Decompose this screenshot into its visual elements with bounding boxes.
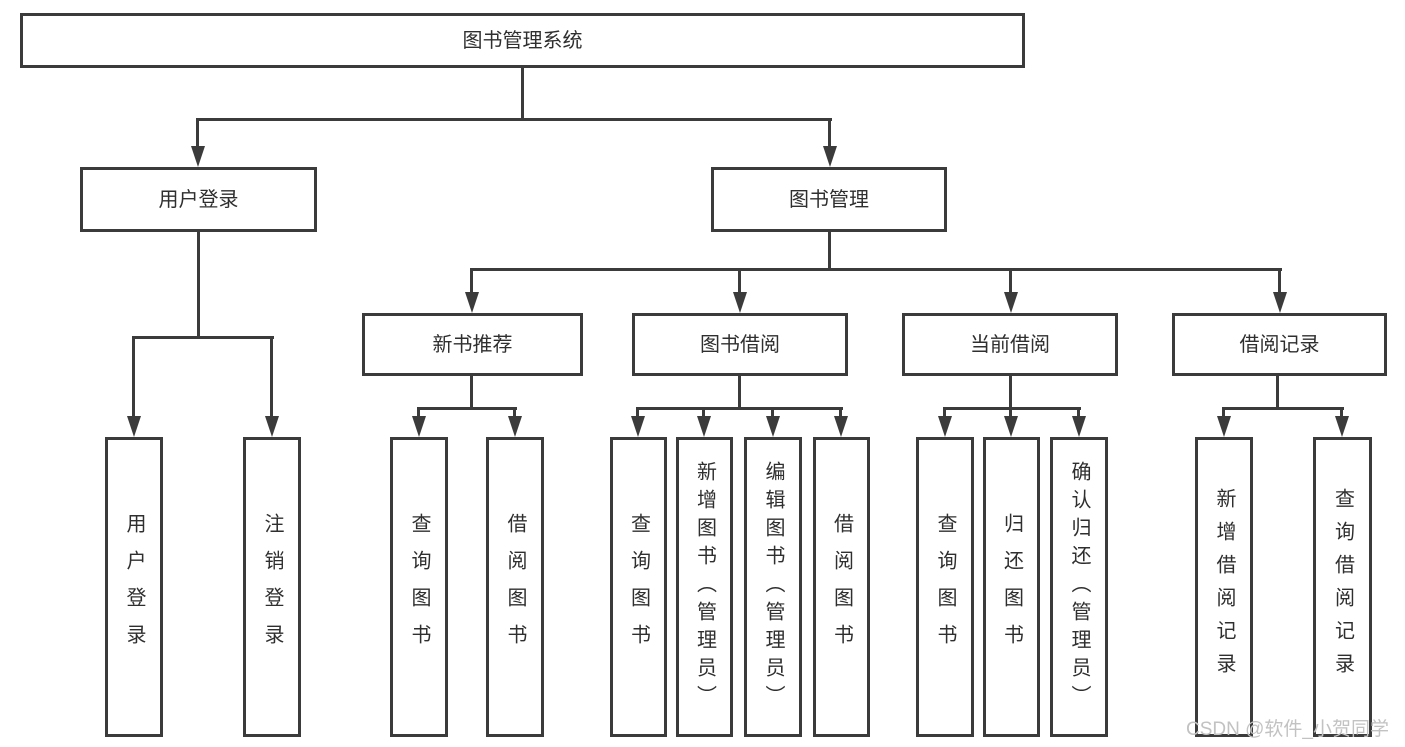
arrow-head-to-book-mgmt	[823, 146, 837, 167]
node-root: 图书管理系统	[20, 13, 1025, 68]
arrow-head-to-user-login	[191, 146, 205, 167]
arrow-shaft-to-book-mgmt	[828, 118, 831, 148]
connector-book-borrow-stem	[738, 376, 741, 410]
connector-level3-branch	[470, 268, 1282, 271]
node-book-mgmt-label: 图书管理	[789, 188, 869, 211]
node-borrow-records: 借阅记录	[1172, 313, 1387, 376]
arrow-shaft-to-current-borrow	[1009, 268, 1012, 294]
arrow-head-to-bb-borrow	[834, 416, 848, 437]
arrow-head-to-nbr-borrow	[508, 416, 522, 437]
node-cb-query-books: 查询图书	[916, 437, 974, 737]
node-login-label: 用户登录	[123, 513, 145, 661]
connector-new-book-rec-stem	[470, 376, 473, 410]
arrow-shaft-to-login	[132, 336, 135, 418]
node-bb-query-books-label: 查询图书	[627, 513, 650, 661]
arrow-head-to-bb-edit	[766, 416, 780, 437]
node-nbr-borrow-books: 借阅图书	[486, 437, 544, 737]
connector-user-login-branch	[132, 336, 274, 339]
node-cb-return-books-label: 归还图书	[1000, 513, 1023, 661]
arrow-head-to-new-book-rec	[465, 292, 479, 313]
arrow-shaft-to-nbr-borrow	[513, 407, 516, 418]
node-new-book-rec: 新书推荐	[362, 313, 583, 376]
arrow-head-to-cb-return	[1004, 416, 1018, 437]
connector-borrow-records-stem	[1276, 376, 1279, 410]
node-nbr-query-books: 查询图书	[390, 437, 448, 737]
node-new-book-rec-label: 新书推荐	[432, 333, 513, 356]
arrow-shaft-to-cb-return	[1009, 407, 1012, 418]
connector-level2-branch	[196, 118, 832, 121]
node-br-add-record: 新增借阅记录	[1195, 437, 1253, 737]
arrow-head-to-cb-confirm	[1072, 416, 1086, 437]
node-book-borrow: 图书借阅	[632, 313, 848, 376]
arrow-head-to-bb-add	[697, 416, 711, 437]
arrow-head-to-cb-query	[938, 416, 952, 437]
arrow-head-to-current-borrow	[1004, 292, 1018, 313]
node-bb-edit-books: 编辑图书（管理员）	[744, 437, 802, 737]
node-bb-borrow-books-label: 借阅图书	[830, 513, 853, 661]
arrow-shaft-to-cb-query	[943, 407, 946, 418]
node-bb-borrow-books: 借阅图书	[813, 437, 870, 737]
node-cb-query-books-label: 查询图书	[934, 513, 956, 661]
node-bb-add-books-label: 新增图书（管理员）	[693, 461, 716, 713]
node-user-login-label: 用户登录	[158, 188, 239, 211]
arrow-shaft-to-nbr-query	[417, 407, 420, 418]
connector-book-mgmt-stem	[828, 232, 831, 271]
arrow-head-to-br-add	[1217, 416, 1231, 437]
arrow-shaft-to-user-login	[196, 118, 199, 148]
connector-root-stem	[521, 68, 524, 120]
connector-user-login-stem	[197, 232, 200, 339]
node-current-borrow-label: 当前借阅	[970, 333, 1050, 356]
node-logout: 注销登录	[243, 437, 301, 737]
node-user-login: 用户登录	[80, 167, 317, 232]
arrow-shaft-to-book-borrow	[738, 268, 741, 294]
arrow-head-to-nbr-query	[412, 416, 426, 437]
node-nbr-borrow-books-label: 借阅图书	[504, 513, 526, 661]
node-root-label: 图书管理系统	[462, 29, 583, 52]
arrow-shaft-to-br-add	[1222, 407, 1225, 418]
arrow-head-to-login	[127, 416, 141, 437]
node-borrow-records-label: 借阅记录	[1239, 333, 1320, 356]
connector-current-borrow-stem	[1009, 376, 1012, 410]
arrow-shaft-to-cb-confirm	[1077, 407, 1080, 418]
connector-new-book-rec-branch	[417, 407, 517, 410]
node-bb-edit-books-label: 编辑图书（管理员）	[762, 461, 784, 713]
connector-book-borrow-branch	[636, 407, 843, 410]
node-br-add-record-label: 新增借阅记录	[1213, 488, 1235, 686]
node-br-query-record-label: 查询借阅记录	[1331, 488, 1354, 686]
arrow-shaft-to-logout	[270, 336, 273, 418]
node-book-borrow-label: 图书借阅	[700, 333, 780, 356]
arrow-shaft-to-bb-query	[636, 407, 639, 418]
arrow-head-to-borrow-records	[1273, 292, 1287, 313]
node-cb-return-books: 归还图书	[983, 437, 1040, 737]
connector-current-borrow-branch	[943, 407, 1081, 410]
node-br-query-record: 查询借阅记录	[1313, 437, 1372, 737]
arrow-head-to-bb-query	[631, 416, 645, 437]
arrow-head-to-book-borrow	[733, 292, 747, 313]
arrow-shaft-to-new-book-rec	[470, 268, 473, 294]
arrow-shaft-to-borrow-records	[1278, 268, 1281, 294]
node-nbr-query-books-label: 查询图书	[408, 513, 430, 661]
arrow-shaft-to-br-query	[1340, 407, 1343, 418]
arrow-shaft-to-bb-borrow	[839, 407, 842, 418]
node-bb-query-books: 查询图书	[610, 437, 667, 737]
arrow-head-to-logout	[265, 416, 279, 437]
csdn-watermark: CSDN @软件_小贺同学	[1186, 719, 1389, 740]
node-cb-confirm-return-label: 确认归还（管理员）	[1068, 461, 1090, 713]
node-bb-add-books: 新增图书（管理员）	[676, 437, 733, 737]
connector-borrow-records-branch	[1222, 407, 1344, 410]
node-login: 用户登录	[105, 437, 163, 737]
node-current-borrow: 当前借阅	[902, 313, 1118, 376]
arrow-head-to-br-query	[1335, 416, 1349, 437]
node-logout-label: 注销登录	[261, 513, 283, 661]
arrow-shaft-to-bb-add	[702, 407, 705, 418]
arrow-shaft-to-bb-edit	[771, 407, 774, 418]
node-cb-confirm-return: 确认归还（管理员）	[1050, 437, 1108, 737]
node-book-mgmt: 图书管理	[711, 167, 947, 232]
